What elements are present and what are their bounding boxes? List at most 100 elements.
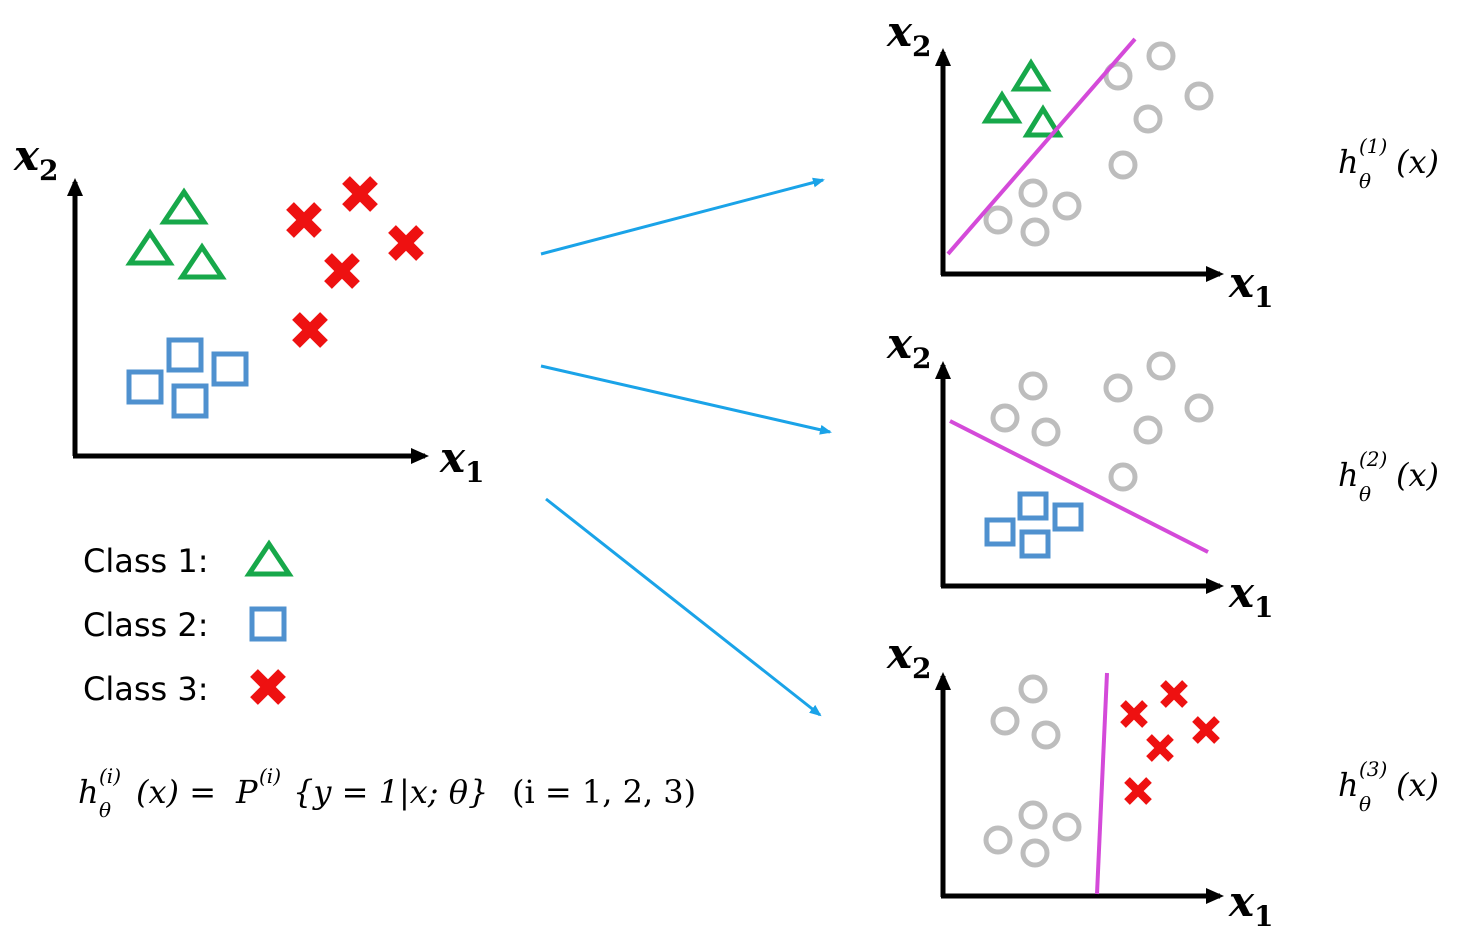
subplot-2: x2 x1 h (2) θ (x) — [886, 319, 1439, 624]
svg-text:θ: θ — [1359, 169, 1371, 193]
class1-triangle-marker — [1010, 58, 1052, 92]
other-circle-marker — [1031, 417, 1061, 447]
formula-sup-i: (i) — [99, 764, 121, 788]
other-circle-marker — [1133, 415, 1163, 445]
class2-square-marker — [1052, 502, 1084, 532]
subplot-3-y-axis-label: x2 — [886, 629, 932, 685]
other-circle-marker — [1031, 720, 1061, 750]
class1-triangle-marker — [177, 242, 227, 280]
legend-class2-square-icon — [249, 606, 287, 642]
legend-class2-label: Class 2: — [83, 606, 209, 644]
other-circle-marker — [983, 205, 1013, 235]
svg-text:h: h — [78, 773, 99, 811]
arrow-to-subplot-1 — [540, 177, 825, 256]
main-x-axis-label: x1 — [439, 433, 485, 489]
formula-h: h — [78, 773, 99, 811]
svg-text:(1): (1) — [1359, 134, 1387, 158]
other-circle-marker — [1146, 351, 1176, 381]
class3-cross-marker — [388, 225, 424, 261]
legend-class3-cross-icon — [250, 669, 286, 705]
formula-P-sup-i: (i) — [259, 764, 281, 788]
subplot-3-hypothesis-label: h (3) θ (x) — [1338, 757, 1439, 816]
formula-P: P — [235, 773, 258, 811]
subplot-2-hypothesis-label: h (2) θ (x) — [1338, 447, 1439, 506]
main-class2-points — [126, 337, 249, 419]
class2-square-marker — [211, 351, 249, 387]
svg-text:(x): (x) — [1396, 456, 1439, 494]
subplot-2-other-points — [990, 351, 1214, 492]
svg-text:θ: θ — [1359, 792, 1371, 816]
class3-cross-marker — [292, 312, 328, 348]
arrow-to-subplot-3 — [545, 497, 822, 717]
other-circle-marker — [1103, 61, 1133, 91]
legend-class1-label: Class 1: — [83, 542, 209, 580]
subplot-2-class2-points — [984, 491, 1084, 559]
other-circle-marker — [983, 825, 1013, 855]
subplot-1-hypothesis-label: h (1) θ (x) — [1338, 134, 1439, 193]
class2-square-marker — [171, 383, 209, 419]
subplot-2-decision-boundary — [949, 419, 1209, 554]
subplot-1-decision-boundary — [946, 37, 1137, 256]
class3-cross-marker — [342, 176, 378, 212]
other-circle-marker — [1184, 81, 1214, 111]
subplot-3-class3-points — [1120, 680, 1220, 805]
other-circle-marker — [1184, 393, 1214, 423]
other-circle-marker — [1020, 838, 1050, 868]
other-circle-marker — [1146, 41, 1176, 71]
other-circle-marker — [990, 403, 1020, 433]
class1-triangle-marker — [981, 90, 1023, 124]
other-circle-marker — [1018, 674, 1048, 704]
subplot-1-class1-points — [981, 58, 1064, 138]
class1-triangle-marker — [125, 228, 175, 266]
subplot-1-other-points — [983, 41, 1214, 247]
class3-cross-marker — [324, 253, 360, 289]
connecting-arrows — [540, 177, 832, 717]
subplot-1-y-axis-label: x2 — [886, 7, 932, 63]
svg-text:(x): (x) — [1396, 766, 1439, 804]
class1-triangle-marker — [1022, 104, 1064, 138]
svg-text:h: h — [1338, 766, 1359, 804]
other-circle-marker — [1108, 462, 1138, 492]
legend-class1-triangle-icon — [244, 539, 294, 577]
class2-square-marker — [1019, 529, 1051, 559]
other-circle-marker — [1018, 371, 1048, 401]
subplot-3-other-points — [983, 674, 1082, 868]
subplot-3-decision-boundary — [1095, 672, 1109, 895]
class2-square-marker — [1017, 491, 1049, 521]
class3-cross-marker — [1146, 734, 1174, 762]
class3-cross-marker — [1160, 680, 1188, 708]
other-circle-marker — [1133, 104, 1163, 134]
class2-square-marker — [166, 337, 204, 373]
class3-cross-marker — [1124, 777, 1152, 805]
formula-lhs-arg: (x) = — [136, 773, 216, 811]
legend: Class 1: Class 2: Class 3: — [83, 539, 294, 708]
svg-text:h: h — [1338, 456, 1359, 494]
subplot-2-y-axis-label: x2 — [886, 319, 932, 375]
svg-text:(2): (2) — [1359, 447, 1387, 471]
subplot-1: x2 x1 h (1) θ (x) — [886, 7, 1439, 314]
class2-square-marker — [126, 369, 164, 405]
other-circle-marker — [1108, 150, 1138, 180]
other-circle-marker — [1052, 191, 1082, 221]
other-circle-marker — [1018, 800, 1048, 830]
formula-theta-sub: θ — [99, 798, 111, 822]
other-circle-marker — [1020, 217, 1050, 247]
formula-rhs: {y = 1|x; θ} — [293, 773, 488, 811]
subplot-2-x-axis-label: x1 — [1228, 568, 1274, 624]
class3-cross-marker — [1120, 700, 1148, 728]
other-circle-marker — [1018, 178, 1048, 208]
formula-range: (i = 1, 2, 3) — [512, 773, 696, 811]
main-class3-points — [286, 176, 424, 348]
class3-cross-marker — [1192, 716, 1220, 744]
svg-text:h: h — [1338, 143, 1359, 181]
svg-text:(x): (x) — [1396, 143, 1439, 181]
class2-square-marker — [984, 517, 1016, 547]
other-circle-marker — [1052, 812, 1082, 842]
svg-text:(3): (3) — [1359, 757, 1387, 781]
svg-text:θ: θ — [1359, 482, 1371, 506]
main-plot: x2 x1 — [13, 131, 485, 489]
subplot-3-x-axis-label: x1 — [1228, 877, 1274, 933]
subplot-1-x-axis-label: x1 — [1228, 258, 1274, 314]
hypothesis-formula: h (i) θ (x) = P (i) {y = 1|x; θ} (i = 1,… — [78, 764, 696, 822]
